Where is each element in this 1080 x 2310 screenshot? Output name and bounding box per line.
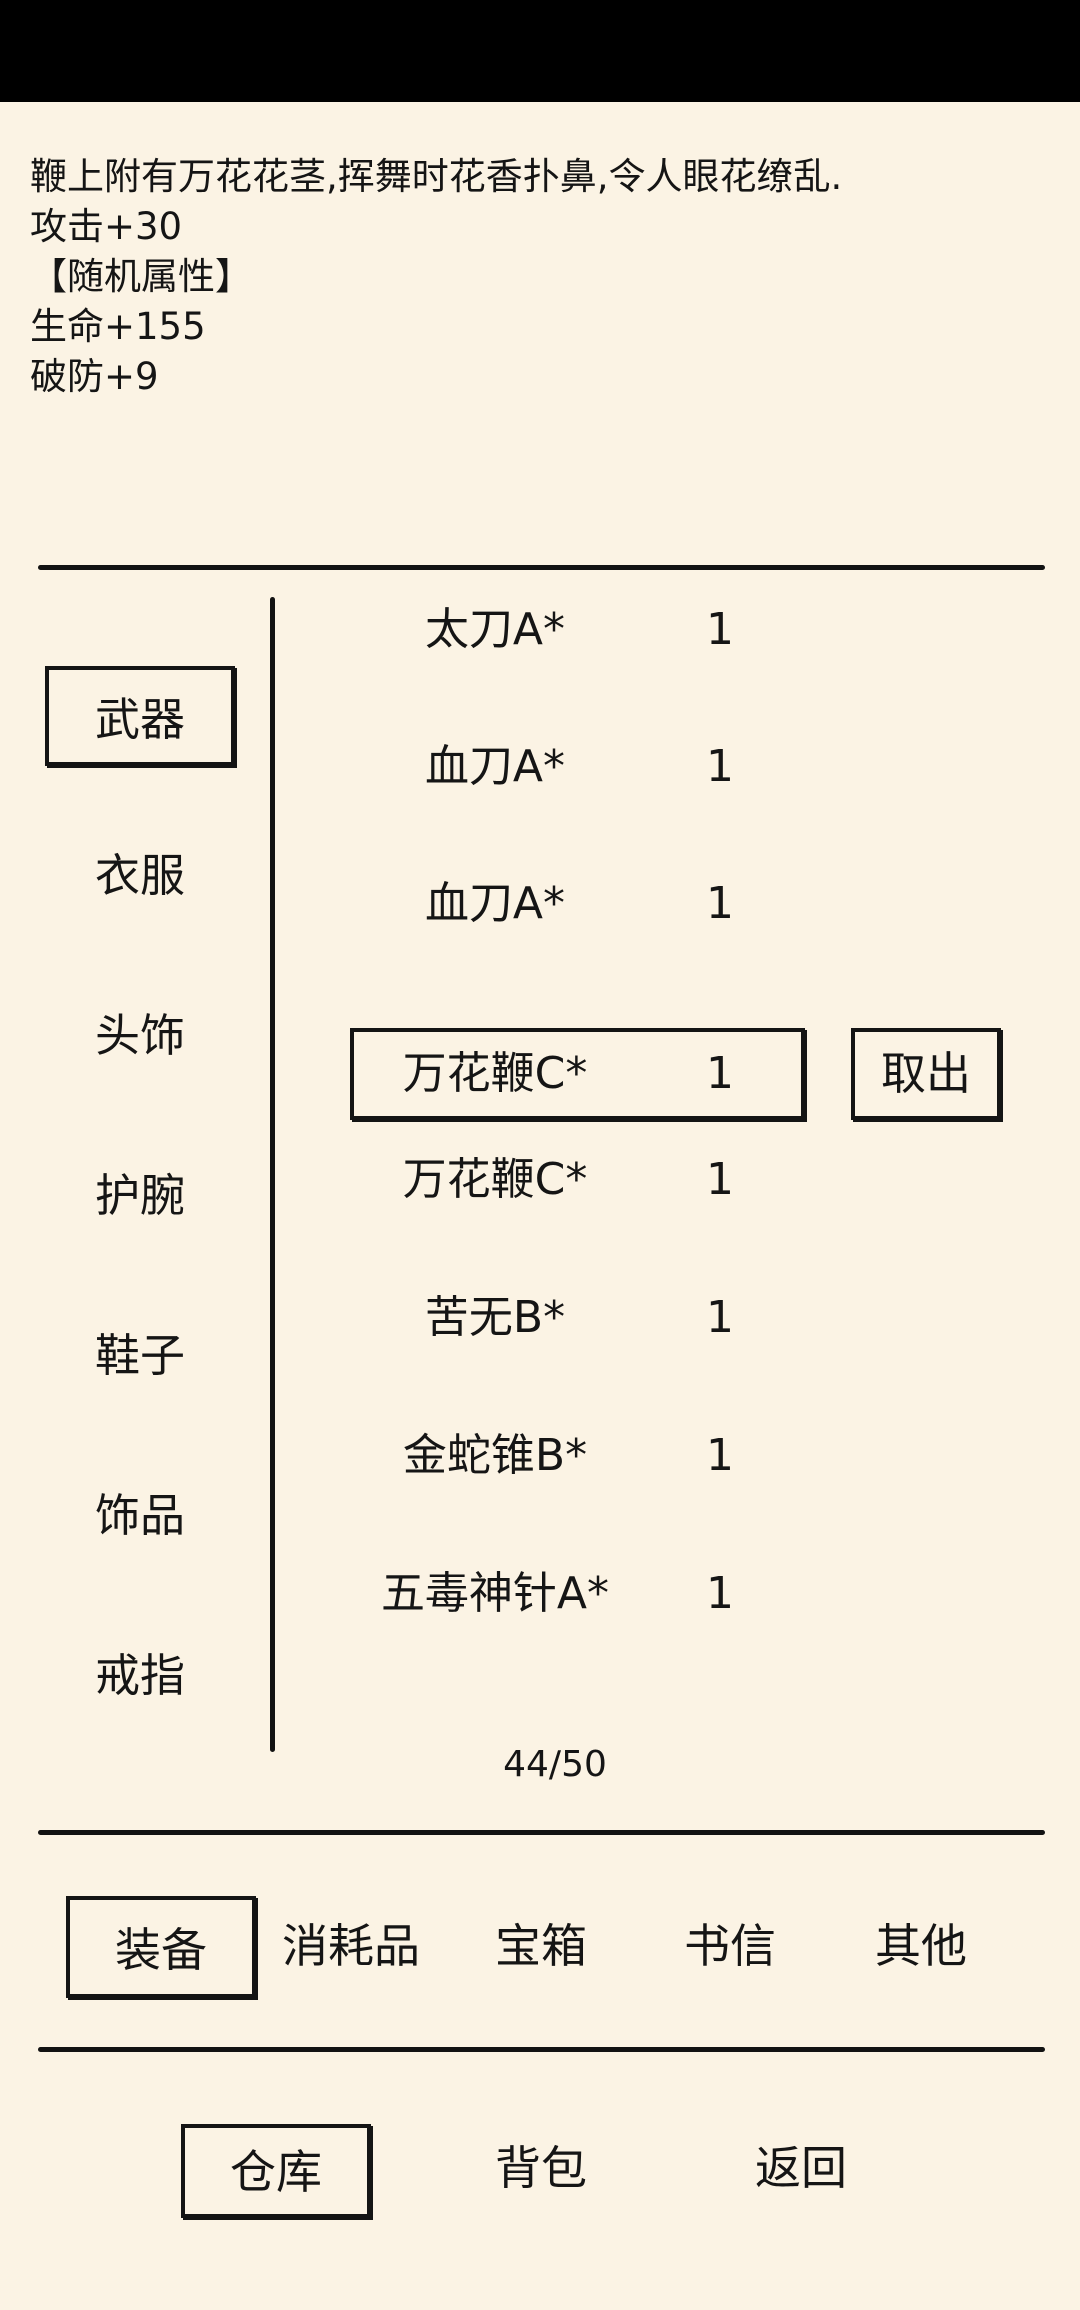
tab-label: 装备 bbox=[115, 1923, 207, 1977]
description-flavor-text: 鞭上附有万花花茎,挥舞时花香扑鼻,令人眼花缭乱. bbox=[30, 155, 843, 198]
category-label: 头饰 bbox=[94, 1009, 185, 1062]
list-item[interactable]: 金蛇锥B* 1 bbox=[350, 1410, 805, 1502]
item-name: 万花鞭C* bbox=[402, 1154, 588, 1205]
warehouse-button[interactable]: 仓库 bbox=[181, 2124, 371, 2218]
list-item[interactable]: 万花鞭C* 1 bbox=[350, 1134, 805, 1226]
category-label: 衣服 bbox=[94, 849, 185, 902]
item-name: 万花鞭C* bbox=[402, 1048, 588, 1099]
item-name: 血刀A* bbox=[424, 878, 566, 929]
item-name: 五毒神针A* bbox=[380, 1568, 610, 1619]
tab-others[interactable]: 其他 bbox=[826, 1896, 1016, 1998]
item-name: 血刀A* bbox=[424, 741, 566, 792]
list-item[interactable]: 五毒神针A* 1 bbox=[350, 1548, 805, 1640]
item-name: 苦无B* bbox=[424, 1292, 566, 1343]
status-bar bbox=[0, 0, 1080, 102]
list-item[interactable]: 苦无B* 1 bbox=[350, 1272, 805, 1364]
item-name: 太刀A* bbox=[424, 604, 566, 655]
item-quantity: 1 bbox=[706, 1292, 734, 1343]
list-item[interactable]: 血刀A* 1 bbox=[350, 858, 805, 950]
category-label: 鞋子 bbox=[94, 1329, 185, 1382]
category-label: 饰品 bbox=[94, 1489, 185, 1542]
backpack-button[interactable]: 背包 bbox=[495, 2141, 587, 2195]
take-out-button[interactable]: 取出 bbox=[851, 1028, 1001, 1120]
inventory-capacity: 44/50 bbox=[503, 1744, 607, 1785]
item-list[interactable]: 太刀A* 1 血刀A* 1 血刀A* 1 万花鞭C* 1 万花鞭C* 1 苦无B… bbox=[290, 604, 1070, 1735]
category-clothes[interactable]: 衣服 bbox=[45, 826, 235, 926]
back-button[interactable]: 返回 bbox=[755, 2141, 847, 2195]
tab-letters[interactable]: 书信 bbox=[635, 1896, 825, 1998]
list-item[interactable]: 血刀A* 1 bbox=[350, 721, 805, 813]
category-bracers[interactable]: 护腕 bbox=[45, 1146, 235, 1246]
divider-bottom bbox=[38, 2047, 1045, 2052]
tab-equipment[interactable]: 装备 bbox=[66, 1896, 256, 1998]
tab-label: 其他 bbox=[875, 1919, 967, 1973]
category-label: 护腕 bbox=[94, 1169, 185, 1222]
divider-top bbox=[38, 565, 1045, 570]
category-weapon[interactable]: 武器 bbox=[45, 666, 235, 766]
tab-consumables[interactable]: 消耗品 bbox=[256, 1896, 446, 1998]
description-attack-stat: 攻击+30 bbox=[30, 205, 183, 248]
description-random-attr-header: 【随机属性】 bbox=[30, 255, 252, 298]
item-quantity: 1 bbox=[706, 741, 734, 792]
category-accessory[interactable]: 饰品 bbox=[45, 1466, 235, 1566]
category-headwear[interactable]: 头饰 bbox=[45, 986, 235, 1086]
category-shoes[interactable]: 鞋子 bbox=[45, 1306, 235, 1406]
item-quantity: 1 bbox=[706, 1430, 734, 1481]
list-item-selected[interactable]: 万花鞭C* 1 bbox=[350, 1028, 805, 1120]
description-hp-stat: 生命+155 bbox=[30, 305, 206, 348]
item-quantity: 1 bbox=[706, 1154, 734, 1205]
category-ring[interactable]: 戒指 bbox=[45, 1626, 235, 1726]
category-label: 戒指 bbox=[94, 1649, 185, 1702]
description-armor-break-stat: 破防+9 bbox=[30, 355, 159, 398]
tab-label: 书信 bbox=[684, 1919, 776, 1973]
divider-vertical bbox=[270, 597, 275, 1752]
item-quantity: 1 bbox=[706, 1568, 734, 1619]
item-name: 金蛇锥B* bbox=[402, 1430, 588, 1481]
tab-label: 宝箱 bbox=[495, 1919, 587, 1973]
item-quantity: 1 bbox=[706, 1048, 734, 1099]
category-label: 武器 bbox=[94, 693, 185, 746]
tab-label: 消耗品 bbox=[282, 1919, 420, 1973]
item-description: 鞭上附有万花花茎,挥舞时花香扑鼻,令人眼花缭乱. 攻击+30 【随机属性】 生命… bbox=[30, 152, 1030, 402]
tab-treasure-chests[interactable]: 宝箱 bbox=[446, 1896, 636, 1998]
list-item[interactable]: 太刀A* 1 bbox=[350, 584, 805, 676]
divider-middle bbox=[38, 1830, 1045, 1835]
item-quantity: 1 bbox=[706, 878, 734, 929]
item-quantity: 1 bbox=[706, 604, 734, 655]
